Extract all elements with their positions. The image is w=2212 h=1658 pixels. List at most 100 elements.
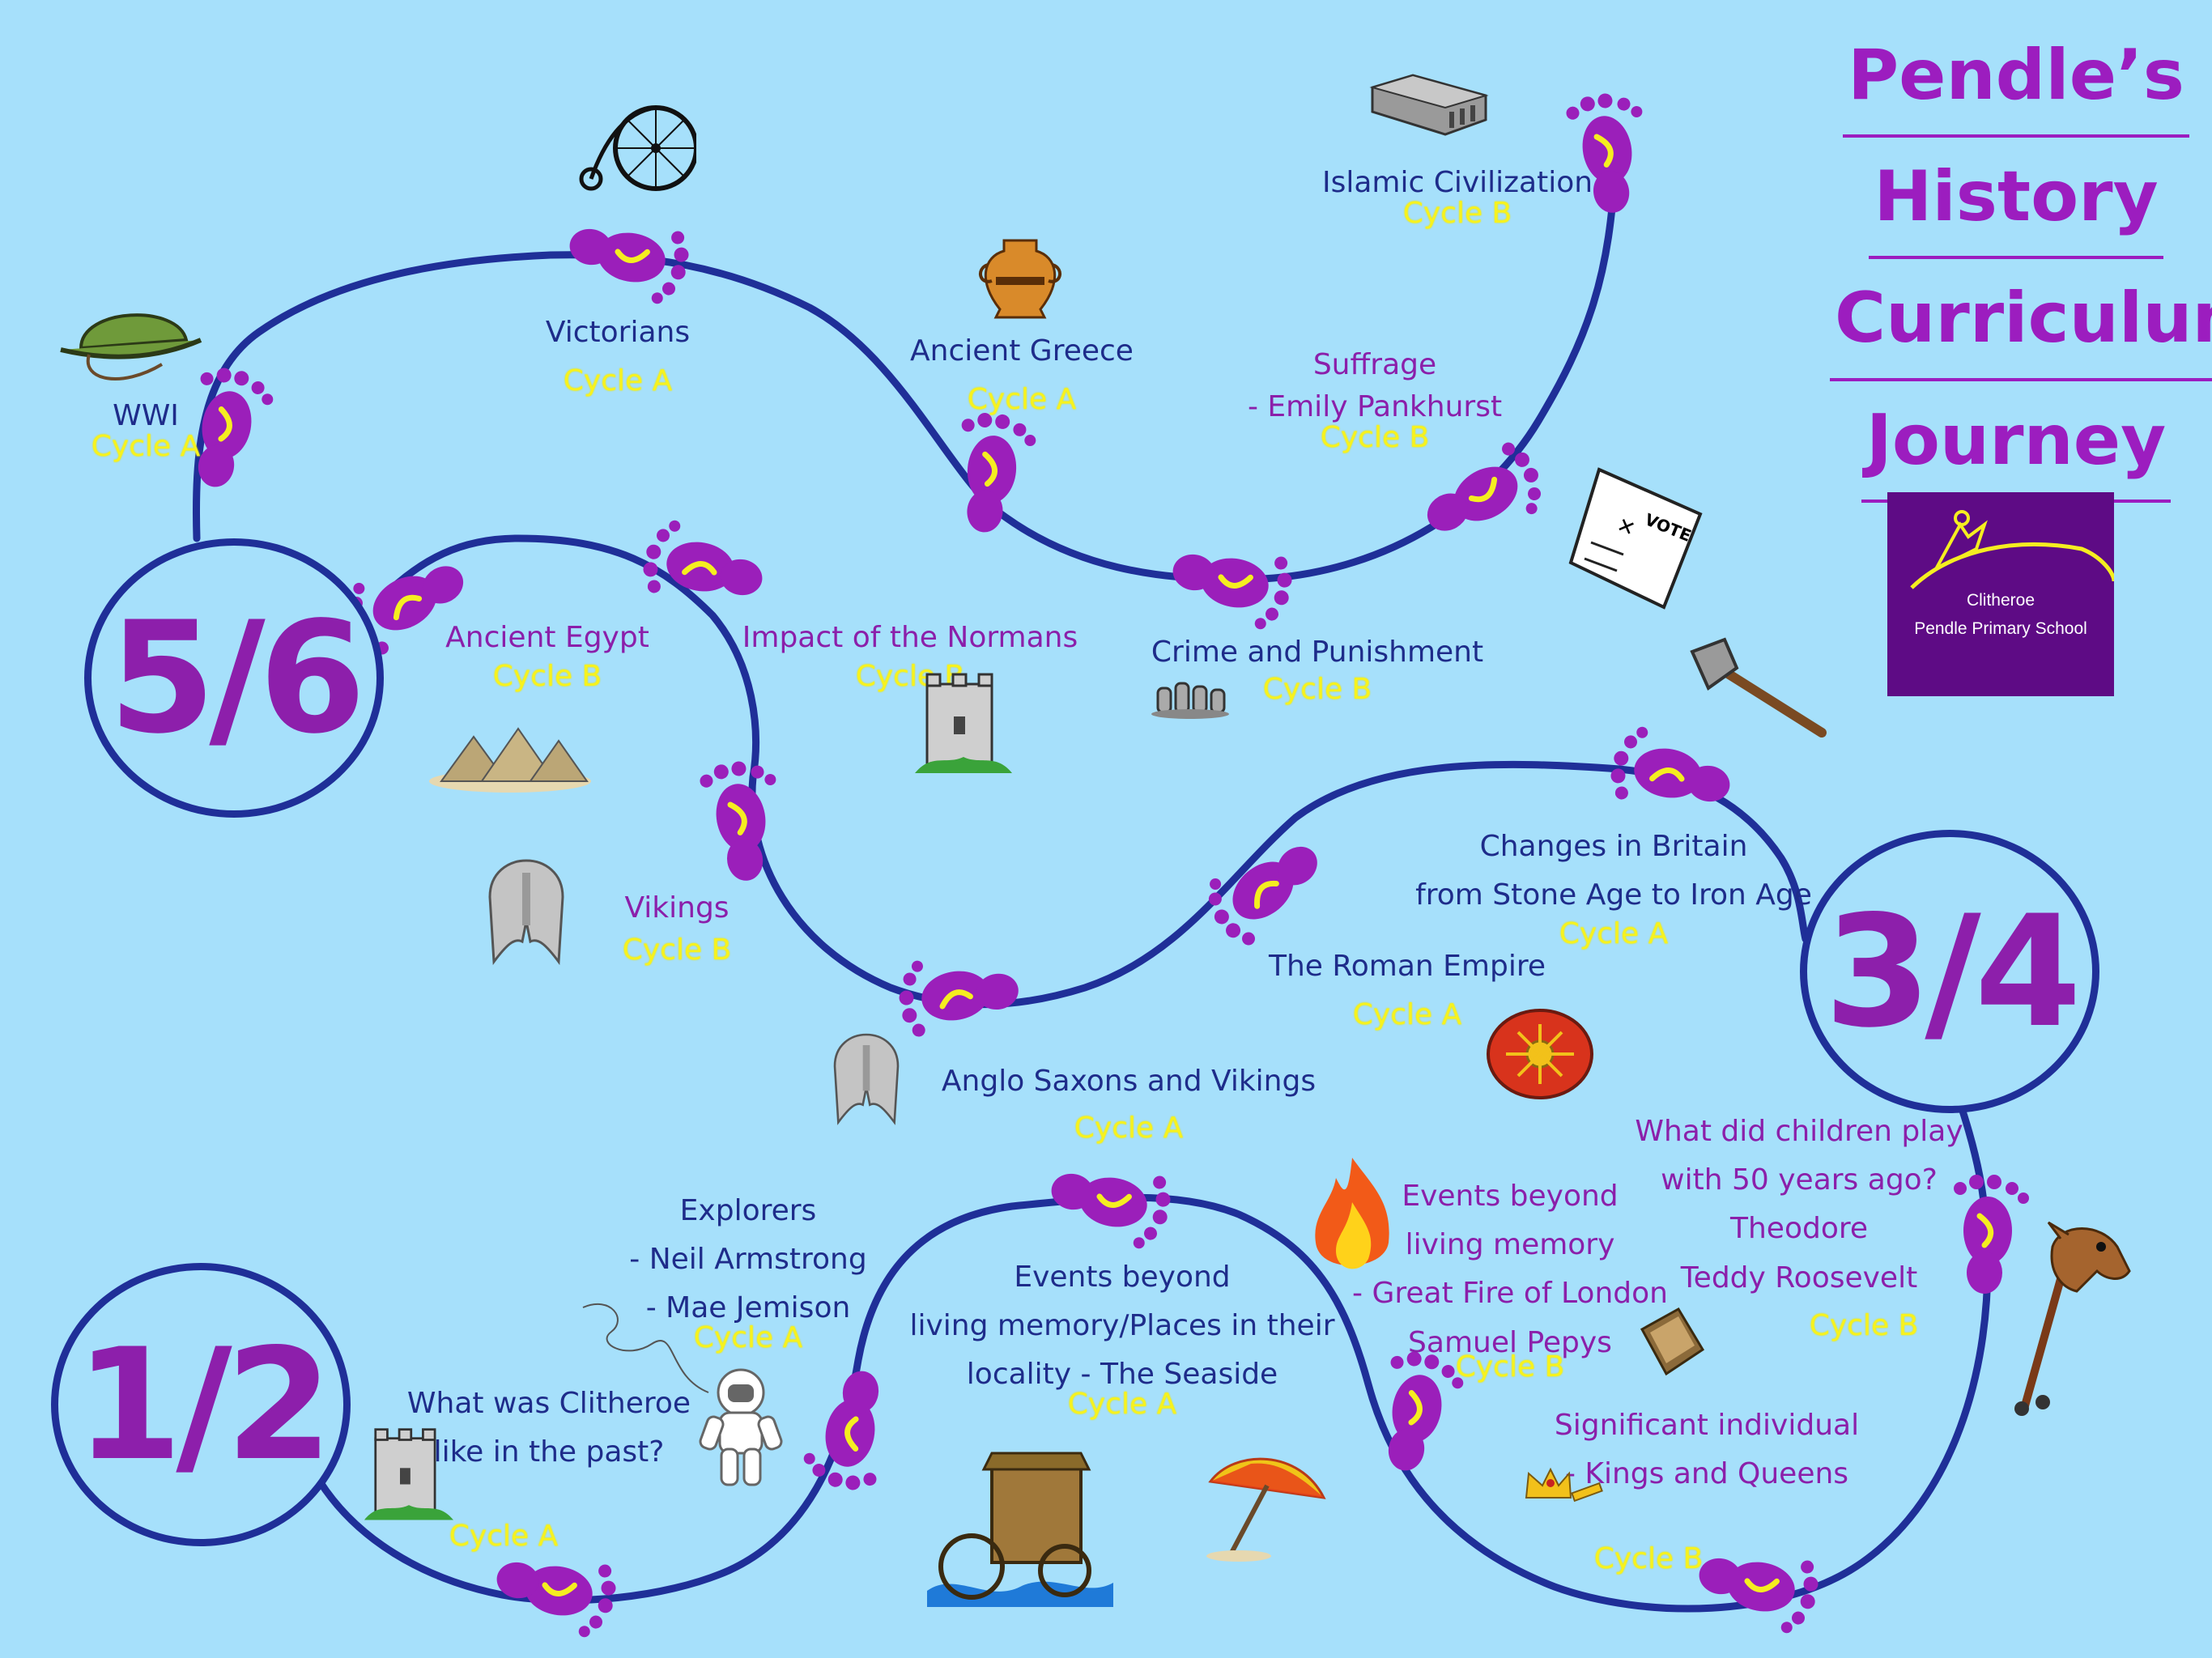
footprint [893,944,1023,1039]
topic-normans: Impact of the Normans Cycle B [742,617,1078,698]
topic-line: living memory [1405,1228,1615,1262]
footprint [1165,538,1295,633]
topic-anglo-saxons: Anglo Saxons and Vikings Cycle A [942,1061,1316,1150]
topic-line: Samuel Pepys [1408,1325,1612,1359]
beach-hut-icon [927,1452,1113,1607]
topic-cycle: Cycle A [91,430,201,464]
topic-name: Crime and Punishment [1151,636,1484,669]
topic-ancient-greece: Ancient Greece Cycle A [910,330,1134,421]
topic-cycle: Cycle B [1262,673,1372,707]
topic-cycle: Cycle B [1402,197,1512,231]
topic-toys: What did children play with 50 years ago… [1635,1111,1963,1299]
topic-name: Anglo Saxons and Vikings [941,1065,1317,1098]
roman-shield-icon [1487,1009,1593,1099]
stones-icon [1151,682,1229,719]
topic-wwi: WWI Cycle A [91,395,200,468]
topic-line: What did children play [1635,1115,1963,1148]
topic-stone-age: Changes in Britain from Stone Age to Iro… [1415,826,1812,956]
topic-name: The Roman Empire [1268,950,1546,983]
army-helmet-icon [60,313,202,380]
topic-cycle: Cycle A [1074,1112,1184,1146]
topic-line: from Stone Age to Iron Age [1415,878,1812,912]
topic-line: Significant individual [1554,1409,1860,1442]
topic-name: Vikings [624,891,730,925]
topic-cycle: Cycle B [1593,1542,1704,1575]
topic-great-fire: Events beyond living memory - Great Fire… [1352,1175,1668,1388]
topic-line: - Mae Jemison [645,1291,851,1325]
mosque-building-icon [1369,74,1489,136]
title-line: Pendle’s [1843,16,2189,138]
topic-clitheroe-cycle: Cycle A [449,1516,558,1558]
topic-cycle: Cycle B [1455,1350,1565,1384]
title-line: History [1869,138,2163,260]
topic-name: Victorians [545,316,691,349]
topic-line: - Neil Armstrong [629,1243,867,1277]
topic-line: What was Clitheroe [406,1387,691,1420]
topic-suffrage: Suffrage - Emily Pankhurst Cycle B [1248,344,1502,460]
fire-icon [1315,1158,1389,1269]
year-5-6-circle: 5/6 [84,538,384,818]
footprint [698,755,793,886]
footprint [562,213,692,308]
topic-cycle: Cycle A [1352,998,1462,1032]
topic-seaside: Events beyond living memory/Places in th… [909,1256,1334,1426]
topic-vikings: Vikings Cycle B [623,887,732,971]
topic-cycle: Cycle B [492,660,602,694]
topic-name: Ancient Greece [910,334,1134,368]
page-title: Pendle’s History Curriculum Journey [1830,16,2212,503]
school-logo: Clitheroe Pendle Primary School [1887,492,2116,696]
topic-kings-queens: Significant individual - Kings and Queen… [1555,1405,1859,1495]
norman-castle-icon [915,673,1012,773]
topic-kings-cycle: Cycle B [1594,1538,1704,1580]
topic-cycle: Cycle B [622,933,732,967]
topic-line: - Emily Pankhurst [1247,390,1503,424]
book-icon [1640,1307,1705,1376]
topic-line: locality - The Seaside [966,1358,1278,1392]
footprint [1691,1542,1822,1637]
pendle-witch-logo-icon [1910,510,2116,589]
topic-line: - Kings and Queens [1564,1457,1849,1491]
topic-islamic-civilization: Islamic Civilization Cycle B [1322,162,1593,235]
castle-tower-icon [364,1428,453,1520]
topic-line: Suffrage [1312,348,1437,381]
astronaut-tether-icon [582,1303,709,1393]
year-3-4-circle: 3/4 [1800,830,2099,1113]
viking-helmet-icon [488,859,564,966]
topic-name: Islamic Civilization [1321,166,1593,199]
topic-cycle: Cycle A [967,383,1077,417]
topic-toys-cycle: Cycle B [1810,1305,1919,1347]
beach-umbrella-icon [1206,1457,1326,1562]
stone-axe-icon [1690,637,1827,738]
topic-line: Teddy Roosevelt [1680,1261,1918,1295]
pyramids-icon [429,727,591,793]
crown-icon [1525,1467,1603,1503]
astronaut-icon [699,1368,783,1486]
topic-cycle: Cycle A [1067,1387,1177,1421]
topic-cycle: Cycle A [563,364,673,398]
footprint [800,1363,895,1494]
topic-line: like in the past? [433,1435,665,1469]
topic-name: WWI [113,399,179,432]
topic-cycle: Cycle B [1320,421,1430,455]
topic-ancient-egypt: Ancient Egypt Cycle B [445,617,649,698]
topic-crime-punishment: Crime and Punishment Cycle B [1151,631,1483,711]
topic-cycle: Cycle B [855,660,965,694]
topic-name: Impact of the Normans [742,621,1078,654]
topic-line: Changes in Britain [1479,830,1748,863]
topic-cycle: Cycle A [449,1520,559,1553]
penny-farthing-icon [579,105,696,191]
topic-roman-empire: The Roman Empire Cycle A [1269,946,1546,1036]
title-line: Curriculum [1830,259,2212,381]
logo-town-name: Clitheroe [1966,591,2035,610]
topic-cycle: Cycle A [1559,917,1669,951]
hobby-horse-icon [2014,1221,2131,1416]
footprint [1044,1158,1174,1252]
footprint [640,517,770,611]
topic-line: living memory/Places in their [909,1309,1335,1343]
topic-victorians: Victorians Cycle A [546,312,690,402]
topic-line: Events beyond [1014,1261,1231,1294]
ballot-paper-icon: VOTE ✕ [1568,467,1703,610]
topic-explorers: Explorers - Neil Armstrong - Mae Jemison… [629,1190,866,1359]
topic-line: - Great Fire of London [1352,1277,1668,1311]
